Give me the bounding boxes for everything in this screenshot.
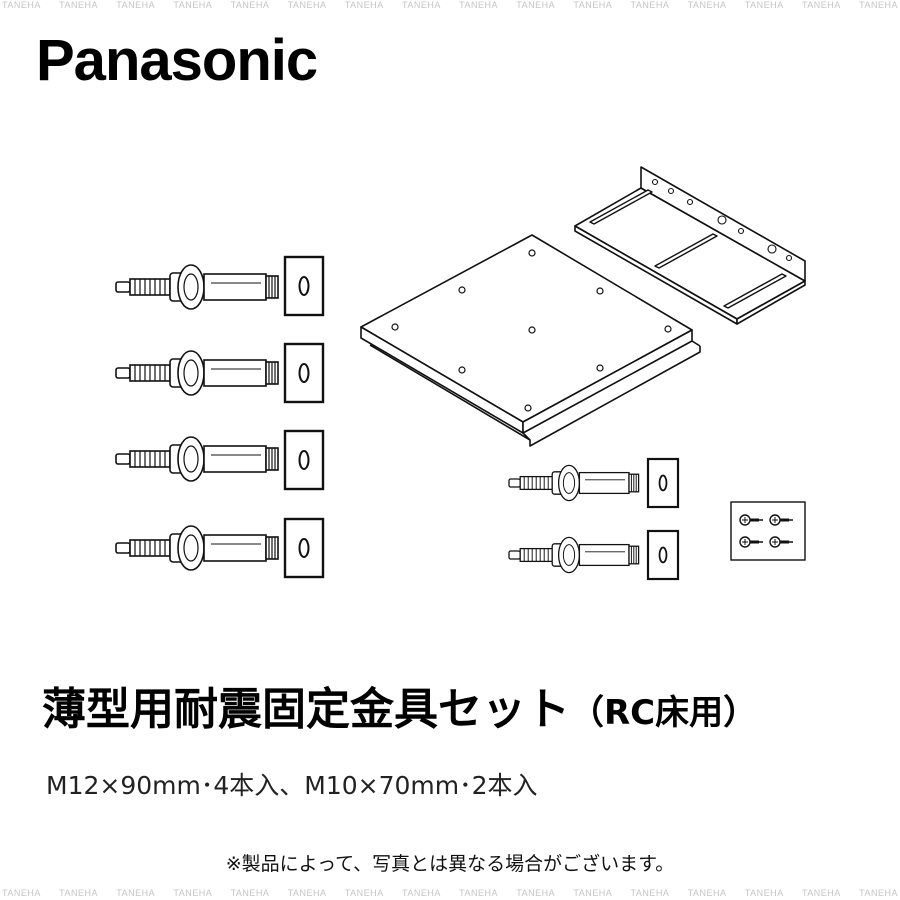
bolt-plate <box>283 342 325 404</box>
watermark-text: TANEHA <box>573 0 613 10</box>
watermark-text: TANEHA <box>573 888 613 898</box>
small-bolt-plate <box>646 457 680 509</box>
base-plate <box>360 234 701 447</box>
watermark-text: TANEHA <box>801 888 841 898</box>
watermark-text: TANEHA <box>459 888 498 898</box>
watermark-text: TANEHA <box>59 888 98 898</box>
watermark-text: TANEHA <box>459 0 498 10</box>
bolt-plate <box>283 255 325 317</box>
watermark-row-bottom: TANEHA TANEHA TANEHA TANEHA TANEHA TANEHA TANE… <box>0 888 900 900</box>
watermark-text: TANEHA <box>687 0 727 10</box>
watermark-text: TANEHA <box>687 888 727 898</box>
watermark-text: TANEHA <box>230 888 270 898</box>
product-spec: M12×90mm･4本入、M10×70mm･2本入 <box>46 771 538 800</box>
watermark-text: TANEHA <box>287 0 327 10</box>
watermark-text: TANEHA <box>859 888 898 898</box>
watermark-text: TANEHA <box>630 888 670 898</box>
watermark-text: TANEHA <box>344 0 384 10</box>
small-bolt-plate <box>646 529 680 581</box>
wall-bracket <box>574 166 806 325</box>
watermark-text: TANEHA <box>230 0 270 10</box>
brand-logo: Panasonic <box>36 28 318 93</box>
watermark-text: TANEHA <box>173 888 213 898</box>
watermark-text: TANEHA <box>116 0 156 10</box>
small-anchor-bolt <box>508 464 640 502</box>
product-title-main: 薄型用耐震固定金具セット <box>42 684 570 735</box>
watermark-text: TANEHA <box>2 0 41 10</box>
watermark-text: TANEHA <box>516 888 556 898</box>
watermark-text: TANEHA <box>2 888 41 898</box>
watermark-text: TANEHA <box>744 888 784 898</box>
watermark-text: TANEHA <box>401 888 441 898</box>
large-anchor-bolt <box>115 436 279 482</box>
watermark-text: TANEHA <box>287 888 327 898</box>
watermark-text: TANEHA <box>630 0 670 10</box>
large-anchor-bolt <box>115 525 279 571</box>
watermark-text: TANEHA <box>859 0 898 10</box>
large-anchor-bolt <box>115 264 279 310</box>
large-anchor-bolt <box>115 350 279 396</box>
disclaimer-note: ※製品によって、写真とは異なる場合がございます。 <box>225 853 675 875</box>
watermark-text: TANEHA <box>116 888 156 898</box>
bolt-plate <box>283 429 325 491</box>
watermark-text: TANEHA <box>516 0 556 10</box>
watermark-text: TANEHA <box>173 0 213 10</box>
product-title: 薄型用耐震固定金具セット（RC床用） <box>42 688 757 732</box>
watermark-text: TANEHA <box>59 0 98 10</box>
screw-set <box>730 501 806 561</box>
watermark-text: TANEHA <box>401 0 441 10</box>
watermark-text: TANEHA <box>344 888 384 898</box>
watermark-row-top: TANEHA TANEHA TANEHA TANEHA TANEHA TANEHA TANE… <box>0 0 900 12</box>
watermark-text: TANEHA <box>744 0 784 10</box>
product-title-suffix: （RC床用） <box>570 693 758 733</box>
bolt-plate <box>283 517 325 579</box>
small-anchor-bolt <box>508 536 640 574</box>
watermark-text: TANEHA <box>801 0 841 10</box>
